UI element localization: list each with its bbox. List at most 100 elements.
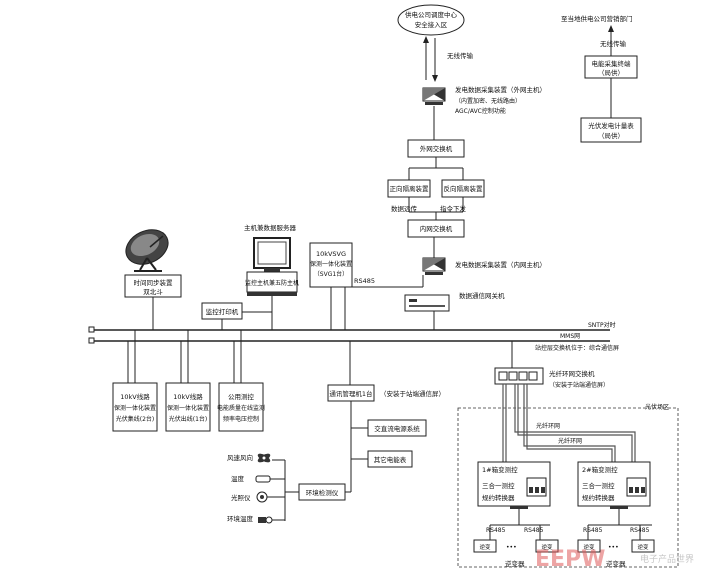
rs485-label-2: RS485 <box>524 527 544 534</box>
box-transformer-2: 2#箱变测控 三合一测控 规约转换器 <box>577 461 651 509</box>
pv-area-label: 光伏场区 <box>645 403 669 411</box>
ring-switch-label: 光纤环网交换机 <box>549 369 595 378</box>
pv-meter-label-2: （局供） <box>598 131 624 140</box>
watermark-logo: EEPW <box>535 547 605 572</box>
collector-internal-device: 发电数据采集装置（内网主机） <box>422 257 546 275</box>
bay-device-3: 公用测控 电能质量在线监测 频率电压控制 <box>217 382 265 432</box>
svg-device-box: 10kVSVG 保测一体化装置 （SVG1台） <box>309 242 353 288</box>
inverter-dots-2: ••• <box>608 544 619 551</box>
ambient-temp-label: 环境温度 <box>227 514 254 523</box>
comm-gateway-label: 数据通信网关机 <box>459 291 505 300</box>
inverter-group-1: 逆变 逆变 ••• 逆变器 <box>473 539 559 568</box>
wireless-label-center: 无线传输 <box>447 51 474 60</box>
thermometer-icon <box>255 475 271 483</box>
mms-label: MMS网 <box>560 333 580 340</box>
bus-note-label: 站控层交换机位于：综合通信屏 <box>535 344 619 352</box>
probe-icon <box>258 517 266 523</box>
bay-device-1: 10kV线路 保测一体化装置 光伏集线(2台) <box>112 382 158 432</box>
cmd-down-label: 指令下发 <box>440 204 467 213</box>
box2-title: 2#箱变测控 <box>582 465 618 474</box>
comm-gateway-device: 数据通信网关机 <box>404 291 505 312</box>
data-upload-label: 数据远传 <box>391 204 418 213</box>
forward-isolation-box: 正向隔离装置 <box>387 179 431 198</box>
inverter-label-1: 逆变器 <box>505 559 525 568</box>
eepw-watermark: EEPW 电子产品世界 <box>535 547 694 572</box>
internal-switch-label: 内网交换机 <box>420 224 453 233</box>
network-bus: SNTP对时 MMS网 站控层交换机位于：综合通信屏 <box>88 321 619 352</box>
gps-sync-box: 时间同步装置 双北斗 <box>124 274 182 298</box>
env-monitor-box: 环境检测仪 <box>298 483 346 501</box>
dispatch-center-label-2: 安全接入区 <box>415 20 448 29</box>
wireless-label-right: 无线传输 <box>600 39 627 48</box>
temp-label: 温度 <box>231 474 245 483</box>
ac-dc-power-box: 交直流电源系统 <box>367 419 427 437</box>
temperature-sensor: 温度 <box>231 474 285 483</box>
ring-switch-note: （安装于站端通信屏） <box>549 381 609 389</box>
reverse-isolation-box: 反向隔离装置 <box>441 179 485 198</box>
wireless-link-top: 无线传输 <box>423 36 474 82</box>
satellite-dish-icon <box>125 229 169 272</box>
external-switch-box: 外网交换机 <box>407 139 465 158</box>
sntp-label: SNTP对时 <box>588 321 616 329</box>
box2-inner-1: 三合一测控 <box>582 481 615 490</box>
fiber-label-2: 光纤环网 <box>558 437 582 445</box>
rs485-label-4: RS485 <box>630 527 650 534</box>
box2-inner-2: 规约转换器 <box>582 493 615 502</box>
bay2-label-2: 保测一体化装置 <box>167 404 209 412</box>
printer-label: 监控打印机 <box>206 307 239 316</box>
bay2-label-1: 10kV线路 <box>173 392 203 401</box>
light-label: 光照仪 <box>231 493 251 502</box>
fan-icon <box>257 453 271 463</box>
marketing-dept-label-group: 至当地供电公司营销部门 <box>561 14 633 23</box>
box1-inner-1: 三合一测控 <box>482 481 515 490</box>
ring-switch-device: 光纤环网交换机 （安装于站端通信屏） <box>494 367 609 389</box>
pv-meter-label-1: 光伏发电计量表 <box>588 121 634 130</box>
ac-dc-label: 交直流电源系统 <box>374 424 420 433</box>
rs485-label-1: RS485 <box>486 527 506 534</box>
comm-mgmt-label: 通讯管理机1台 <box>329 389 372 398</box>
box1-inner-2: 规约转换器 <box>482 493 515 502</box>
watermark-text: 电子产品世界 <box>640 553 694 565</box>
ambient-temp-sensor: 环境温度 <box>227 514 285 524</box>
inverter-unit-3: 逆变 <box>583 543 595 551</box>
collector-external-sub-2: AGC/AVC控制功能 <box>455 107 506 115</box>
dispatch-center-label-1: 供电公司调度中心 <box>405 10 458 19</box>
inverter-dots-1: ••• <box>506 544 517 551</box>
inverter-label-2: 逆变器 <box>606 559 626 568</box>
energy-terminal-box: 电能采集终端 （局供） <box>584 55 638 79</box>
bay2-label-3: 光伏出线(1台) <box>169 415 208 423</box>
env-monitor-label: 环境检测仪 <box>306 488 339 497</box>
marketing-dept-label: 至当地供电公司营销部门 <box>561 14 633 23</box>
reverse-isolation-label: 反向隔离装置 <box>444 184 484 193</box>
energy-terminal-label-1: 电能采集终端 <box>592 59 632 68</box>
pv-meter-box: 光伏发电计量表 （局供） <box>580 117 642 143</box>
inverter-group-2: 逆变 逆变 ••• 逆变器 <box>577 539 655 568</box>
comm-mgmt-note: （安装于站端通信屏） <box>380 389 445 398</box>
light-sensor: 光照仪 <box>231 491 285 503</box>
monitor-icon <box>253 237 291 272</box>
bay1-label-2: 保测一体化装置 <box>114 404 156 412</box>
inverter-unit-1: 逆变 <box>479 543 491 551</box>
box1-title: 1#箱变测控 <box>482 465 518 474</box>
inverter-unit-2: 逆变 <box>541 543 553 551</box>
bay1-label-3: 光伏集线(2台) <box>116 415 155 423</box>
collector-external-label: 发电数据采集装置（外网主机） <box>455 85 546 94</box>
fiber-label-1: 光纤环网 <box>536 422 560 430</box>
pv-area-region: 光伏场区 <box>457 403 679 568</box>
server-host-box: 监控主机兼五防主机 <box>245 271 299 293</box>
bay1-label-1: 10kV线路 <box>120 392 150 401</box>
server-title: 主机兼数据服务器 <box>244 223 297 232</box>
server-host-label: 监控主机兼五防主机 <box>245 279 299 287</box>
dispatch-center-node: 供电公司调度中心 安全接入区 <box>397 4 465 36</box>
collector-external-sub-1: （内置加密、无线路由） <box>455 97 521 105</box>
wind-label: 风速风向 <box>227 453 253 462</box>
other-meters-label: 其它电能表 <box>374 455 407 464</box>
gps-label-2: 双北斗 <box>143 288 163 296</box>
rs485-main-label: RS485 <box>354 277 375 285</box>
forward-isolation-label: 正向隔离装置 <box>390 184 430 193</box>
box-transformer-1: 1#箱变测控 三合一测控 规约转换器 <box>477 461 551 509</box>
wind-sensor: 风速风向 <box>227 453 285 463</box>
bay3-label-3: 频率电压控制 <box>223 415 259 423</box>
rs485-label-3: RS485 <box>583 527 603 534</box>
